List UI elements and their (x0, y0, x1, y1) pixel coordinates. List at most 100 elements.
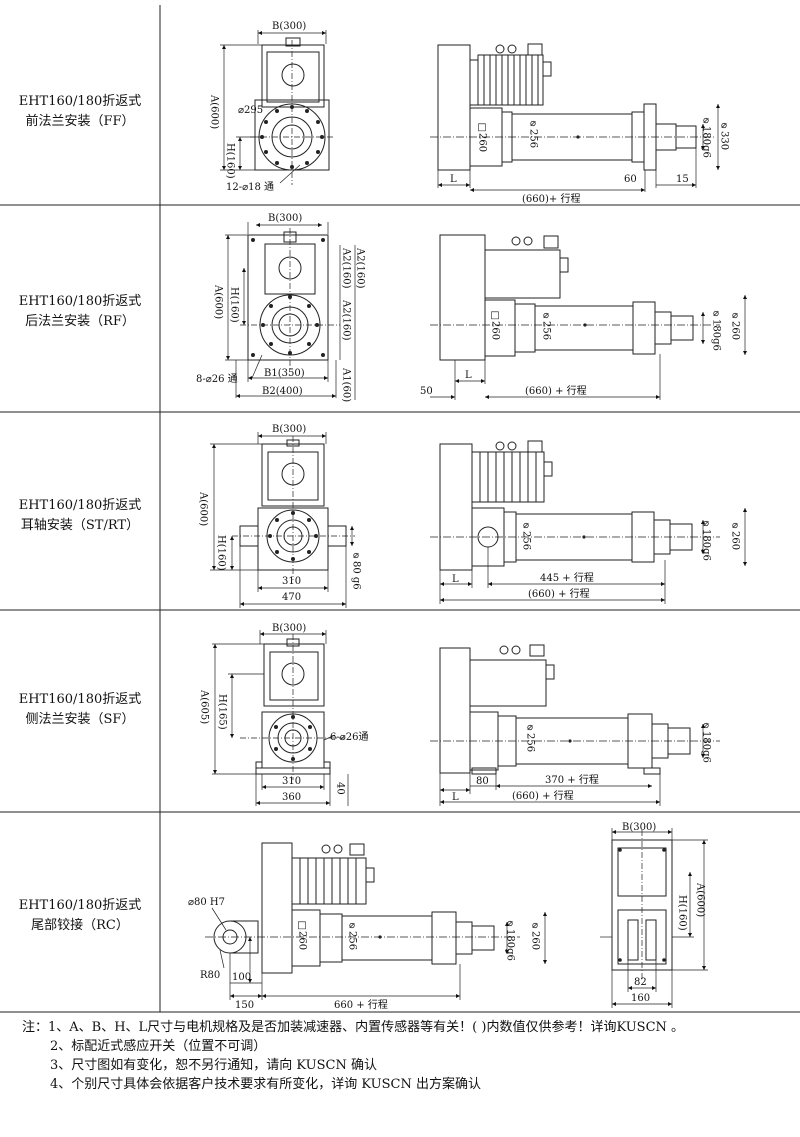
dim-l: L (452, 574, 459, 585)
note-4: 4、个别尺寸具体会依据客户技术要求有所变化，详询 KUSCN 出方案确认 (50, 1077, 481, 1092)
dim-a: A(600) (695, 882, 706, 917)
dim-310: 310 (282, 576, 301, 587)
row-label-ff: EHT160/180折返式 前法兰安装（FF） (0, 92, 160, 132)
dim-b: B(300) (272, 424, 306, 435)
dim-470: 470 (282, 592, 301, 603)
dim-stroke-370: 370 + 行程 (545, 773, 599, 786)
label-mount: 尾部铰接（RC） (31, 918, 129, 933)
label-model: EHT160/180折返式 (18, 898, 142, 913)
label-model: EHT160/180折返式 (18, 294, 142, 309)
front-view-rc (600, 828, 708, 1008)
dim-stroke-660: (660) + 行程 (512, 789, 574, 802)
note-1: 注：1、A、B、H、L尺寸与电机规格及是否加装减速器、内置传感器等有关！( )内… (22, 1020, 685, 1035)
dim-h: H(160) (677, 895, 688, 931)
dim-tube-dia: ⌀256 (347, 920, 358, 950)
dim-rod-dia: ⌀180g6 (711, 308, 722, 351)
label-model: EHT160/180折返式 (18, 94, 142, 109)
dim-60: 60 (624, 174, 637, 185)
note-3: 3、尺寸图如有变化，恕不另行通知，请向 KUSCN 确认 (50, 1058, 377, 1073)
dim-flange-dia: ⌀295 (238, 105, 263, 116)
dim-tube-dia: ⌀256 (528, 118, 539, 148)
dim-stroke: 660 + 行程 (334, 998, 388, 1011)
front-view-st (210, 432, 355, 608)
side-view-st (430, 440, 748, 604)
dim-310: 310 (282, 776, 301, 787)
dim-a2-2: A2(160) (341, 247, 352, 289)
dim-pin: ⌀80 H7 (188, 897, 225, 908)
dim-360: 360 (282, 792, 301, 803)
side-view-rc (205, 842, 548, 1000)
dim-a: A(605) (199, 689, 210, 724)
label-mount: 后法兰安装（RF） (25, 314, 135, 329)
dim-a2-3: A2(160) (355, 247, 366, 289)
row-label-rf: EHT160/180折返式 后法兰安装（RF） (0, 292, 160, 332)
label-mount: 耳轴安装（ST/RT） (20, 518, 140, 533)
dim-stroke-445: 445 + 行程 (540, 571, 594, 584)
dim-150: 150 (235, 1000, 254, 1011)
dim-a1: A1(60) (341, 367, 352, 402)
dim-radius: R80 (200, 970, 220, 981)
row-label-sf: EHT160/180折返式 侧法兰安装（SF） (0, 690, 160, 730)
dim-l: L (452, 792, 459, 803)
dim-stroke-660: (660) + 行程 (528, 587, 590, 600)
dim-square: □260 (477, 122, 488, 152)
dim-15: 15 (676, 174, 689, 185)
dim-100: 100 (232, 972, 251, 983)
label-model: EHT160/180折返式 (18, 692, 142, 707)
side-view-sf (430, 644, 720, 806)
dim-b: B(300) (272, 21, 306, 32)
bolt-holes-rc (618, 848, 666, 962)
dim-holes: 6-⌀26通 (330, 731, 369, 743)
dim-holes: 8-⌀26 通 (196, 373, 238, 385)
dim-rod-dia: ⌀180g6 (505, 918, 516, 961)
dim-rod-dia: ⌀180g6 (701, 518, 712, 561)
dim-160: 160 (631, 993, 650, 1004)
dim-h: H(165) (217, 694, 228, 730)
dim-l: L (465, 370, 472, 381)
dim-tube-dia: ⌀256 (521, 520, 532, 550)
dim-a: A(600) (198, 491, 209, 526)
dim-80: 80 (476, 776, 489, 787)
dim-square: □260 (297, 920, 308, 950)
dim-b: B(300) (268, 213, 302, 224)
dim-flange-dia: ⌀260 (730, 310, 741, 340)
dim-tube-dia: ⌀256 (525, 722, 536, 752)
front-view-ff (220, 30, 335, 185)
label-model: EHT160/180折返式 (18, 498, 142, 513)
table-grid (0, 5, 800, 1013)
dim-b: B(300) (622, 822, 656, 833)
label-mount: 侧法兰安装（SF） (25, 712, 135, 727)
dim-tube-dia: ⌀256 (541, 310, 552, 340)
dim-stroke: (660)+ 行程 (522, 192, 580, 205)
dim-40: 40 (335, 782, 346, 795)
dim-flange-dia: ⌀260 (730, 520, 741, 550)
notes-block: 注：1、A、B、H、L尺寸与电机规格及是否加装减速器、内置传感器等有关！( )内… (22, 1018, 792, 1094)
dim-h: H(160) (216, 535, 227, 571)
dim-stroke: (660) + 行程 (525, 384, 587, 397)
dim-square: □260 (490, 310, 501, 340)
dim-a: A(600) (213, 284, 224, 319)
dim-holes: 12-⌀18 通 (226, 181, 274, 193)
dim-a: A(600) (209, 94, 220, 129)
dim-h: H(160) (229, 287, 240, 323)
side-view-rf (430, 234, 748, 400)
dim-a2-1: A2(160) (341, 299, 352, 341)
dim-h: H(160) (225, 143, 236, 179)
side-view-ff (430, 43, 721, 193)
note-2: 2、标配近式感应开关（位置不可调） (50, 1039, 267, 1054)
dim-l: L (450, 174, 457, 185)
dim-b1: B1(350) (264, 368, 305, 379)
dim-rod-dia: ⌀180g6 (701, 720, 712, 763)
dim-rod-dia: ⌀180g6 (701, 115, 712, 158)
dim-flange-dia: ⌀330 (719, 120, 730, 150)
dim-50: 50 (420, 386, 433, 397)
dim-b2: B2(400) (262, 386, 303, 397)
dim-flange-dia: ⌀260 (530, 920, 541, 950)
label-mount: 前法兰安装（FF） (25, 114, 135, 129)
front-view-sf (212, 630, 349, 806)
bolt-holes-st (268, 511, 318, 561)
bolt-holes-rf (251, 238, 325, 357)
row-label-st: EHT160/180折返式 耳轴安装（ST/RT） (0, 496, 160, 536)
bolt-holes-sf (274, 715, 312, 761)
